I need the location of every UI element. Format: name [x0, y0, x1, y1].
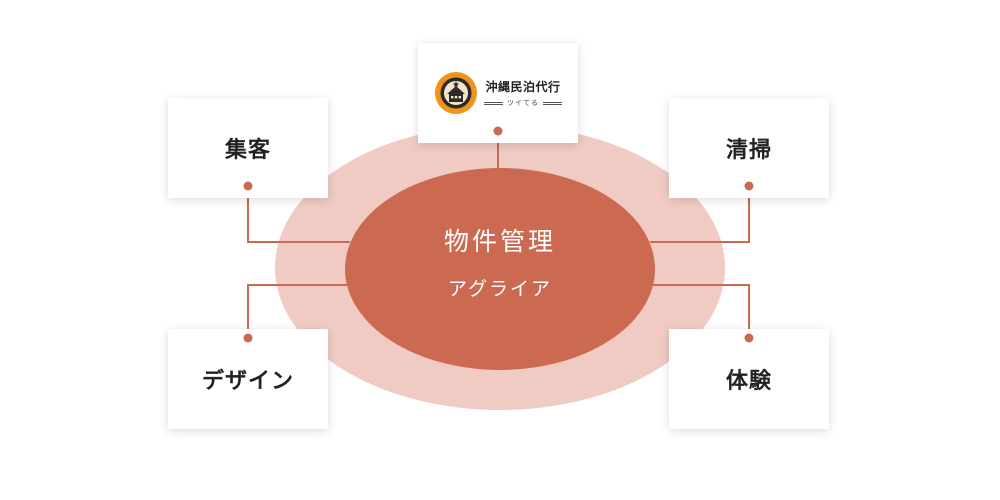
- node-top-right: 清掃: [669, 98, 829, 198]
- node-bottom-right: 体験: [669, 329, 829, 429]
- logo-subtitle-row: ツイてる: [484, 98, 562, 108]
- logo: 沖縄民泊代行 ツイてる: [434, 71, 562, 115]
- logo-title: 沖縄民泊代行: [485, 80, 561, 94]
- house-emblem-icon: [435, 72, 477, 114]
- core-subtitle: アグライア: [447, 278, 553, 300]
- logo-rule-right: [543, 101, 562, 105]
- connector-bottom-right: [650, 284, 750, 338]
- logo-box: 沖縄民泊代行 ツイてる: [418, 43, 578, 143]
- core-title: 物件管理: [443, 227, 556, 256]
- connector-top-left: [247, 186, 350, 243]
- logo-subtitle: ツイてる: [507, 99, 539, 107]
- logo-rule-left: [484, 101, 503, 105]
- logo-text: 沖縄民泊代行 ツイてる: [484, 78, 562, 108]
- connector-top-right: [650, 186, 750, 243]
- connector-bottom-left: [247, 284, 350, 338]
- node-bottom-left: デザイン: [168, 329, 328, 429]
- node-top-left: 集客: [168, 98, 328, 198]
- core-ellipse: 物件管理 アグライア: [345, 168, 655, 370]
